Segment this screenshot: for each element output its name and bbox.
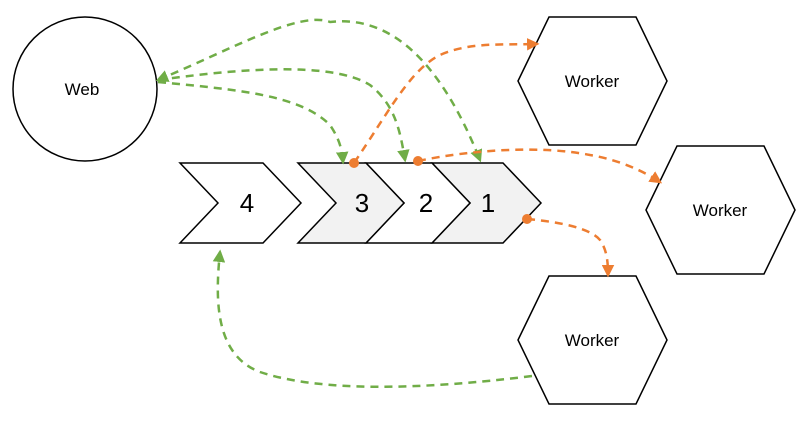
- queue-item-1-label: 1: [481, 188, 495, 218]
- worker-middle-hexagon: [645, 145, 796, 275]
- dequeue-arrow-to-worker-bottom: [526, 217, 615, 278]
- queue-item-4-label: 4: [240, 188, 254, 218]
- worker-bottom-node: Worker: [517, 275, 668, 405]
- worker-middle-node: Worker: [645, 145, 796, 275]
- enqueue-arrow-to-item-3: [157, 80, 349, 165]
- dequeue-arrows: [349, 38, 663, 278]
- worker-bottom-hexagon: [517, 275, 668, 405]
- queue-item-4: 4: [178, 162, 303, 244]
- worker-top-node: Worker: [517, 16, 668, 146]
- queue-item-3-chevron: [296, 162, 406, 244]
- worker-top-hexagon: [517, 16, 668, 146]
- queue-item-2-label: 2: [419, 188, 433, 218]
- dequeue-arrow-to-worker-middle: [417, 148, 663, 184]
- web-node: Web: [12, 16, 158, 162]
- queue-item-3: 3: [296, 162, 406, 244]
- enqueue-arrows: [155, 18, 533, 389]
- worker-bottom-label: Worker: [565, 331, 620, 350]
- enqueue-arrow-to-item-4: [212, 249, 533, 389]
- queue-item-4-chevron: [178, 162, 303, 244]
- worker-top-label: Worker: [565, 72, 620, 91]
- dequeue-arrow-to-worker-top: [352, 38, 540, 164]
- queue-item-2: 2: [364, 162, 472, 244]
- queue: 4 1 2 3: [178, 162, 543, 244]
- worker-middle-label: Worker: [693, 201, 748, 220]
- web-label: Web: [65, 80, 100, 99]
- enqueue-arrow-to-item-1: [155, 18, 483, 163]
- enqueue-arrow-to-item-2: [157, 68, 410, 163]
- queue-item-3-label: 3: [355, 188, 369, 218]
